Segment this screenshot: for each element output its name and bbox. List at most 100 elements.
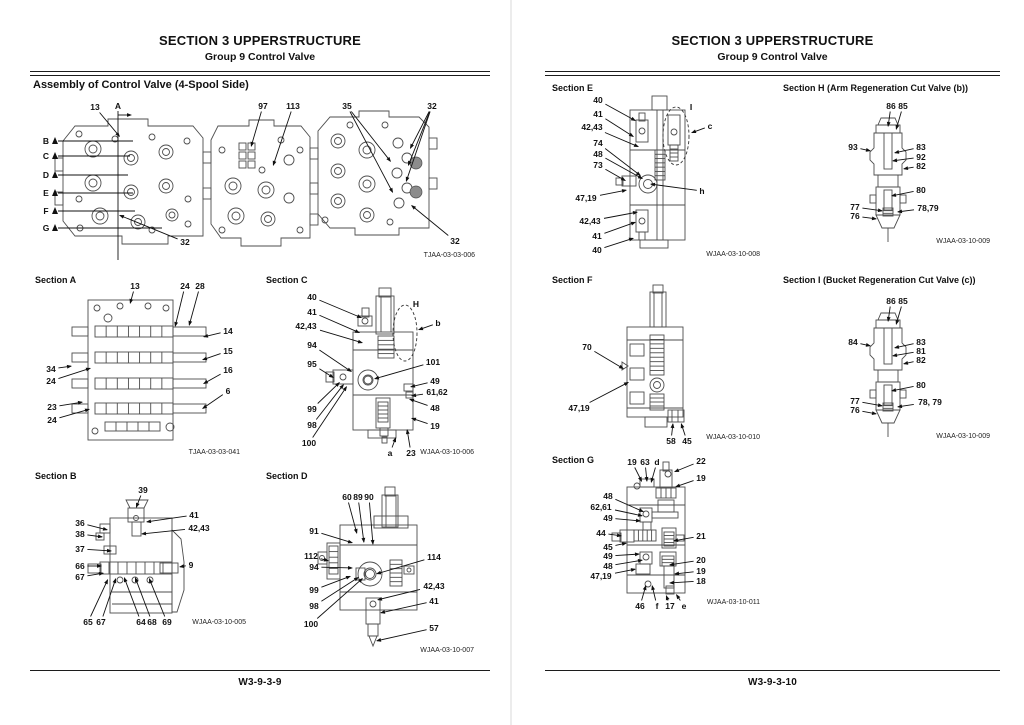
callout-label: 49 <box>603 551 613 561</box>
callout-label: 67 <box>96 617 106 627</box>
section-arrow-icon <box>52 207 58 214</box>
callout-label: 32 <box>180 237 190 247</box>
callout-label: 92 <box>916 152 926 162</box>
callout-label: 48 <box>603 561 613 571</box>
callout-label: 42,43 <box>581 122 603 132</box>
callout-label: 77 <box>850 202 860 212</box>
section-arrow-icon <box>52 152 58 159</box>
figure-section-e: 404142,4374487347,1942,434140IchSection … <box>552 83 760 258</box>
callout-label: 78,79 <box>917 203 939 213</box>
valve-body-drawing <box>869 117 907 242</box>
callout-label: 74 <box>593 138 603 148</box>
callout-label: a <box>388 448 393 458</box>
callout-label: 20 <box>696 555 706 565</box>
callout-label: 93 <box>848 142 858 152</box>
figure-code: WJAA-03-10-009 <box>936 238 990 245</box>
valve-body-drawing <box>325 287 418 444</box>
page-footer: W3-9-3-10 <box>545 670 1000 688</box>
callout-label: 46 <box>635 601 645 611</box>
callout-label: 23 <box>406 448 416 458</box>
callout-label: 66 <box>75 561 85 571</box>
callout-label: 21 <box>696 531 706 541</box>
callout-label: 49 <box>430 376 440 386</box>
callout-label: 39 <box>138 485 148 495</box>
callout-label: 48 <box>593 149 603 159</box>
group-title: Group 9 Control Valve <box>204 51 316 63</box>
callout-label: 23 <box>47 402 57 412</box>
figure-code: WJAA-03-10-010 <box>706 434 760 441</box>
callout-label: 95 <box>307 359 317 369</box>
callout-label: 45 <box>603 542 613 552</box>
figure-code: WJAA-03-10-009 <box>936 433 990 440</box>
callout-label: 42,43 <box>295 321 317 331</box>
callout-label: 38 <box>75 529 85 539</box>
section-arrow-icon <box>52 171 58 178</box>
callout-label: 32 <box>427 101 437 111</box>
callout-label: 100 <box>302 438 316 448</box>
callout-label: 42,43 <box>188 523 210 533</box>
callout-label: 24 <box>180 281 190 291</box>
callout-label: 24 <box>46 376 56 386</box>
callout-label: 48 <box>430 403 440 413</box>
callout-label: B <box>43 136 49 146</box>
section-label: Section I (Bucket Regeneration Cut Valve… <box>783 275 976 285</box>
header-rule <box>30 71 490 77</box>
callout-label: 114 <box>427 552 441 562</box>
header-rule <box>545 71 1000 77</box>
callout-label: 113 <box>286 101 300 111</box>
callout-label: 45 <box>682 436 692 446</box>
callout-label: 112 <box>304 551 318 561</box>
callout-label: 40 <box>593 95 603 105</box>
callout-label: 44 <box>596 528 606 538</box>
footer-rule <box>545 670 1000 671</box>
callout-label: C <box>43 151 49 161</box>
callout-label: 19 <box>430 421 440 431</box>
callout-label: D <box>43 170 49 180</box>
callout-label: 16 <box>223 365 233 375</box>
callout-label: 86 <box>886 296 896 306</box>
callout-label: 57 <box>429 623 439 633</box>
callout-label: 40 <box>307 292 317 302</box>
section-label: Section B <box>35 471 77 481</box>
callout-label: 84 <box>848 337 858 347</box>
callout-label: 15 <box>223 346 233 356</box>
section-label: Section F <box>552 275 593 285</box>
callout-label: H <box>413 299 419 309</box>
callout-label: 94 <box>309 562 319 572</box>
callout-label: d <box>654 457 659 467</box>
callout-label: 69 <box>162 617 172 627</box>
page-number: W3-9-3-9 <box>238 677 282 688</box>
callout-label: 35 <box>342 101 352 111</box>
callout-label: 24 <box>47 415 57 425</box>
callout-label: 47,19 <box>575 193 597 203</box>
callout-label: 41 <box>592 231 602 241</box>
group-title: Group 9 Control Valve <box>717 51 828 63</box>
callout-label: 101 <box>426 357 440 367</box>
valve-body-drawing <box>54 110 438 247</box>
page-left: SECTION 3 UPPERSTRUCTURE Group 9 Control… <box>30 0 490 725</box>
callout-label: 73 <box>593 160 603 170</box>
section-label: Section C <box>266 275 308 285</box>
callout-label: 80 <box>916 185 926 195</box>
page-footer: W3-9-3-9 <box>30 670 490 688</box>
callout-label: 82 <box>916 161 926 171</box>
callout-label: 19 <box>696 566 706 576</box>
callout-label: 47,19 <box>590 571 612 581</box>
page-header: SECTION 3 UPPERSTRUCTURE Group 9 Control… <box>545 34 1000 77</box>
section-arrow-icon <box>52 224 58 231</box>
section-label: Section E <box>552 83 593 93</box>
page-header: SECTION 3 UPPERSTRUCTURE Group 9 Control… <box>30 34 490 77</box>
callout-label: 22 <box>696 456 706 466</box>
callout-label: 49 <box>603 513 613 523</box>
callout-label: 13 <box>90 102 100 112</box>
callout-label: 41 <box>307 307 317 317</box>
callout-label: 14 <box>223 326 233 336</box>
callout-label: 34 <box>46 364 56 374</box>
callout-label: I <box>690 102 692 112</box>
valve-body-drawing <box>87 499 185 614</box>
